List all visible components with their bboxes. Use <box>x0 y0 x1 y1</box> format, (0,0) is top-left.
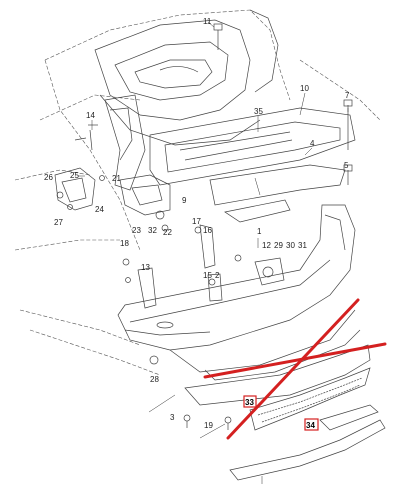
lower-diffuser <box>184 344 386 481</box>
part-label: 32 <box>148 226 157 235</box>
part-label: 9 <box>182 196 187 205</box>
part-label: 22 <box>163 228 172 237</box>
leader-lines <box>78 21 349 484</box>
part-label: 5 <box>344 161 349 170</box>
part-label: 14 <box>86 111 95 120</box>
part-label: 25 <box>70 171 79 180</box>
part-label: 16 <box>203 226 212 235</box>
part-label: 4 <box>310 139 315 148</box>
trunk-area <box>94 9 279 146</box>
part-label: 27 <box>54 218 63 227</box>
part-label: 12 <box>262 241 271 250</box>
red-cross-mark <box>203 298 387 440</box>
part-label: 17 <box>192 217 201 226</box>
part-label: 13 <box>141 263 150 272</box>
part-label: 19 <box>204 421 213 430</box>
part-label: 26 <box>44 173 53 182</box>
part-label: 15 <box>203 271 212 280</box>
part-label: 30 <box>286 241 295 250</box>
part-label: 10 <box>300 84 309 93</box>
highlight-label-33: 33 <box>245 398 254 407</box>
part-label: 29 <box>274 241 283 250</box>
highlight-box-33 <box>243 395 257 408</box>
side-brackets <box>137 224 285 309</box>
part-label: 31 <box>298 241 307 250</box>
part-label: 2 <box>215 271 220 280</box>
part-label: 28 <box>150 375 159 384</box>
part-label: 35 <box>254 107 263 116</box>
highlighted-part-labels: 33 34 <box>243 395 319 431</box>
part-label: 23 <box>132 226 141 235</box>
part-label: 7 <box>345 91 350 100</box>
part-labels: 11 10 7 35 4 5 14 25 26 24 27 21 23 32 2… <box>44 17 350 430</box>
part-label: 11 <box>203 17 212 26</box>
part-label: 1 <box>257 227 262 236</box>
part-label: 24 <box>95 205 104 214</box>
left-bracket-parts <box>54 94 171 232</box>
part-label: 3 <box>170 413 175 422</box>
impact-reinforcement <box>149 107 356 223</box>
part-label: 18 <box>120 239 129 248</box>
fasteners <box>56 23 353 430</box>
part-label: 21 <box>112 174 121 183</box>
car-body-outline <box>14 9 381 376</box>
highlight-label-34: 34 <box>306 421 315 430</box>
highlight-box-34 <box>304 418 319 431</box>
